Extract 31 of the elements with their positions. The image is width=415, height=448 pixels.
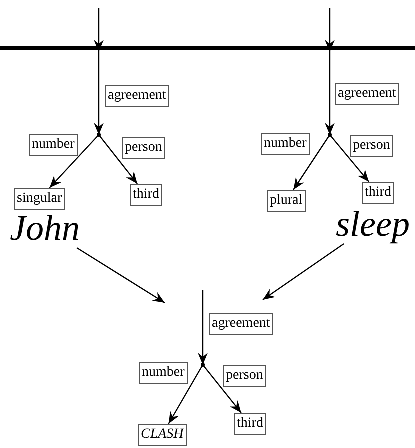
arrow <box>98 134 138 184</box>
edge-label: person <box>122 137 166 159</box>
feature-value: third <box>234 413 266 435</box>
edge-label: agreement <box>105 85 170 107</box>
feature-value: plural <box>267 190 306 212</box>
edge-label: agreement <box>335 83 400 105</box>
edge-label: person <box>350 135 394 157</box>
branch-point <box>97 133 101 137</box>
arrow <box>202 364 242 414</box>
branch-point <box>201 363 205 367</box>
arrow <box>325 7 335 136</box>
arrow <box>76 248 166 304</box>
edge-label: person <box>223 365 266 387</box>
feature-value: singular <box>14 188 66 210</box>
branch-point <box>328 133 332 137</box>
feature-value: third <box>362 182 394 204</box>
arrow <box>49 134 100 188</box>
arrow <box>94 7 104 136</box>
edge-label: number <box>29 134 78 156</box>
word-label: sleep <box>336 204 410 244</box>
arrow <box>168 364 204 424</box>
arrow <box>262 244 344 300</box>
edge-label: number <box>139 362 188 384</box>
arrow <box>293 134 330 190</box>
feature-value: CLASH <box>138 424 187 446</box>
arrow <box>198 290 208 365</box>
edge-label: number <box>261 133 310 155</box>
feature-value: third <box>130 184 162 206</box>
edge-label: agreement <box>209 313 274 335</box>
arrow <box>330 134 370 182</box>
word-label: John <box>10 208 80 248</box>
